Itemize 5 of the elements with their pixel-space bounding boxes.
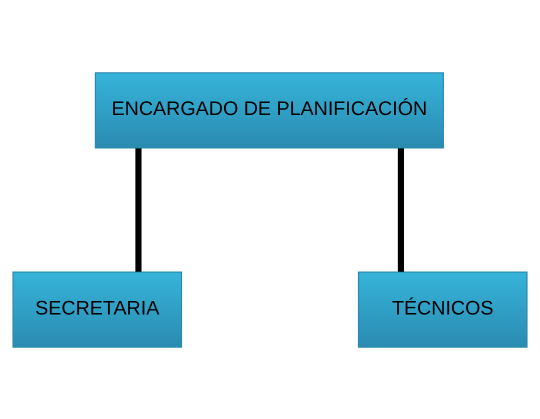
connector [398, 148, 404, 272]
node-box: ENCARGADO DE PLANIFICACIÓN [94, 72, 444, 148]
node-box: SECRETARIA [12, 270, 182, 348]
connector [135, 148, 142, 272]
node-box: TÉCNICOS [358, 270, 528, 348]
